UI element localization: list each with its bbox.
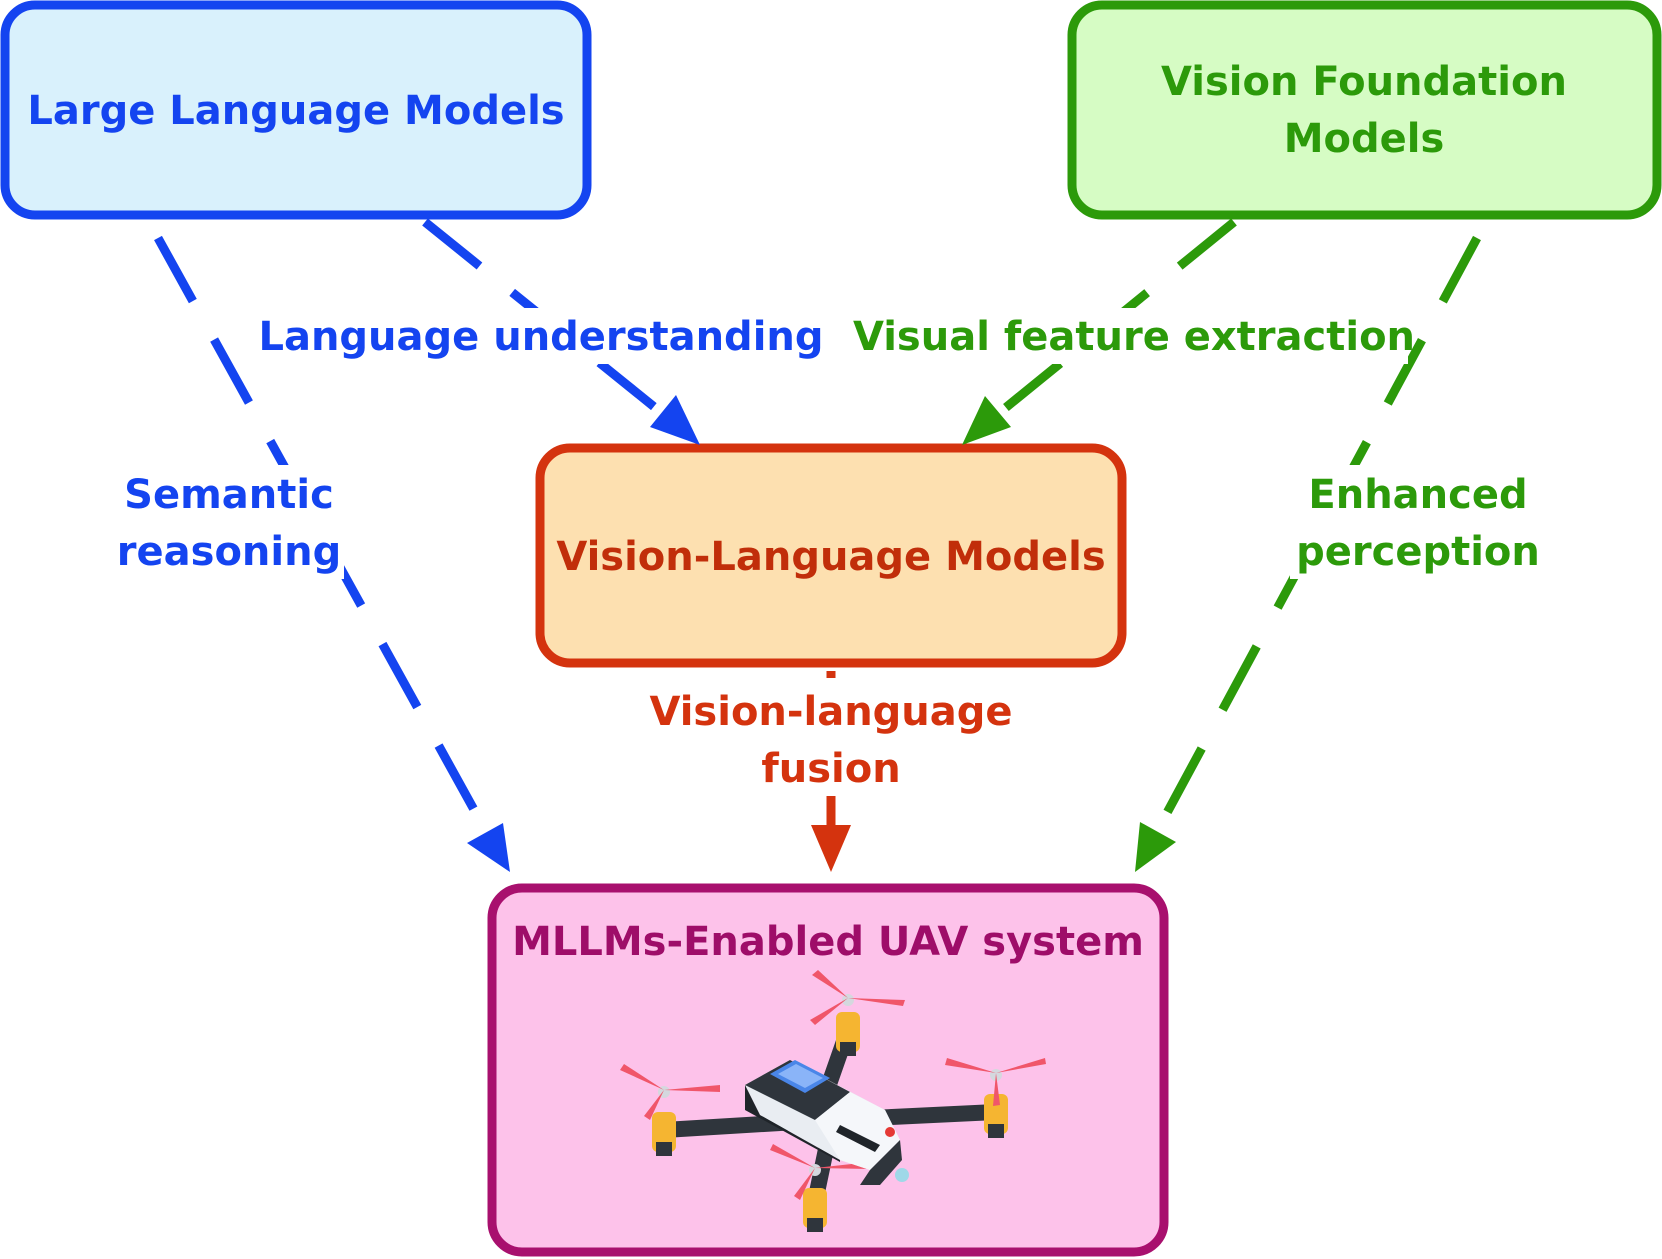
arrowhead-vfm-vlm — [962, 396, 1011, 445]
edge-label-semantic-reasoning-line2: reasoning — [117, 529, 341, 575]
vfm-label-line2: Models — [1284, 116, 1445, 162]
edge-label-semantic-reasoning-line1: Semantic — [124, 472, 334, 518]
arrowhead-vfm-uav — [1135, 822, 1176, 872]
edge-label-language-understanding: Language understanding — [258, 314, 823, 360]
motor-right — [984, 1069, 1008, 1138]
llm-box — [0, 0, 592, 220]
llm-label: Large Language Models — [27, 88, 564, 134]
edge-label-enhanced-perception-line1: Enhanced — [1308, 472, 1527, 518]
arrowhead-llm-uav — [467, 823, 510, 872]
drone-body — [745, 1060, 909, 1185]
drone-icon — [620, 970, 1046, 1232]
vlm-box — [535, 443, 1127, 668]
motor-back — [836, 994, 860, 1056]
propeller-left — [620, 1064, 720, 1120]
edge-label-enhanced-perception-line2: perception — [1296, 529, 1540, 575]
vlm-label: Vision-Language Models — [556, 534, 1105, 580]
uav-label: MLLMs-Enabled UAV system — [512, 919, 1144, 965]
motor-left — [652, 1086, 676, 1156]
edge-label-visual-feature-extraction: Visual feature extraction — [853, 314, 1415, 360]
edge-label-vl-fusion-line2: fusion — [761, 746, 900, 792]
vfm-box — [1067, 0, 1662, 220]
edge-label-vl-fusion-line1: Vision-language — [649, 689, 1012, 735]
arrowhead-llm-vlm — [650, 395, 700, 445]
motor-front — [803, 1164, 827, 1232]
propeller-right — [945, 1058, 1046, 1106]
arrowhead-vlm-uav — [811, 825, 851, 872]
propeller-back — [810, 970, 905, 1025]
vfm-label-line1: Vision Foundation — [1161, 59, 1567, 105]
